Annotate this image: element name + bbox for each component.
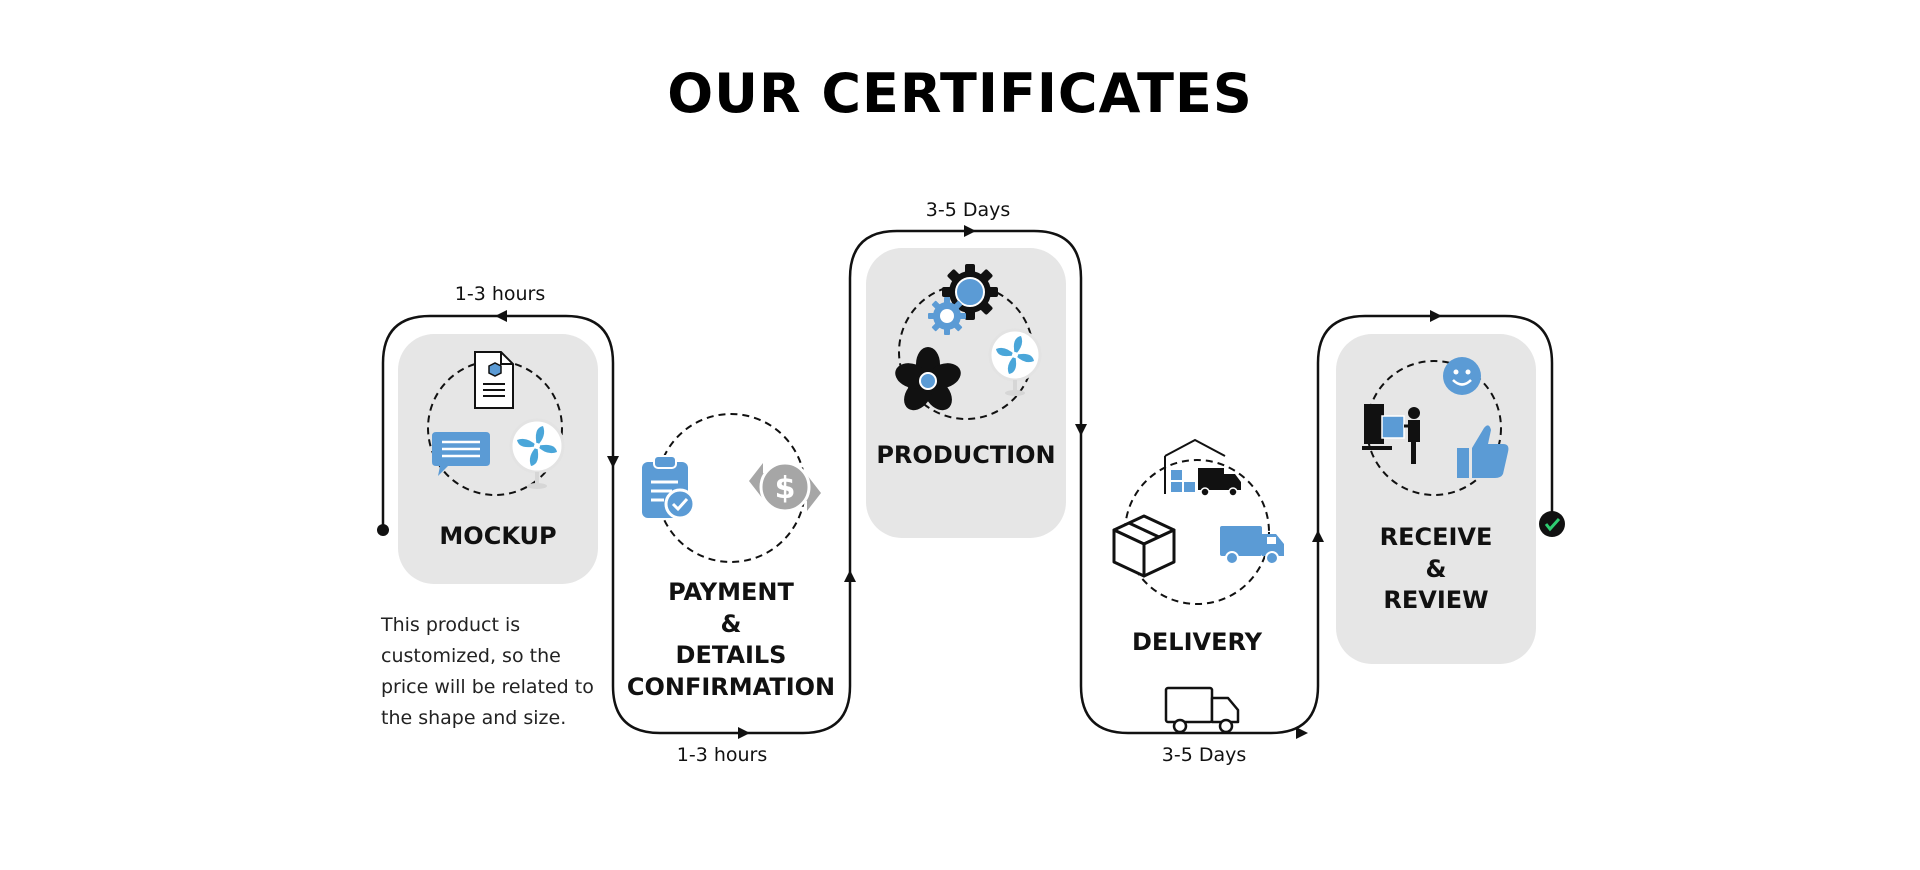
icon-ring-delivery (1124, 459, 1270, 605)
fan-blade-icon (895, 347, 961, 411)
arrow-up (1312, 530, 1324, 542)
step-label-receive-3: REVIEW (1383, 586, 1488, 614)
delivery-truck-icon (1164, 686, 1240, 734)
step-label-receive-1: RECEIVE (1380, 523, 1493, 551)
warehouse-icon (1164, 438, 1241, 497)
thumbs-up-icon (1457, 425, 1509, 478)
duration-mockup: 1-3 hours (455, 283, 546, 305)
duration-delivery: 3-5 Days (1162, 744, 1247, 766)
arrow-right (495, 310, 507, 322)
fan-icon (988, 328, 1042, 396)
step-label-payment-3: DETAILS (676, 641, 787, 669)
arrow-right (1430, 310, 1442, 322)
chat-icon (432, 432, 490, 476)
step-card-mockup (398, 334, 598, 584)
fan-icon (509, 418, 565, 489)
svg-text:$: $ (775, 471, 796, 506)
step-label-production: PRODUCTION (876, 441, 1055, 469)
document-icon (474, 351, 514, 409)
truck-icon (1220, 526, 1284, 565)
step-label-delivery: DELIVERY (1132, 628, 1263, 656)
smiley-icon (1443, 357, 1481, 395)
step-label-payment-2: & (721, 610, 742, 638)
duration-payment: 1-3 hours (677, 744, 768, 766)
arrow-right (738, 727, 750, 739)
step-card-receive (1336, 334, 1536, 664)
check-icon (1539, 511, 1565, 537)
arrow-right (964, 225, 976, 237)
arrow-down (607, 456, 619, 468)
courier-icon (1362, 404, 1420, 464)
flow-start-dot (377, 524, 389, 536)
arrow-down (1075, 424, 1087, 436)
step-label-payment-4: CONFIRMATION (627, 673, 835, 701)
clipboard-check-icon (642, 455, 696, 520)
step-label-mockup: MOCKUP (439, 522, 556, 550)
arrow-right (1296, 727, 1308, 739)
page-title: OUR CERTIFICATES (667, 62, 1253, 125)
dollar-exchange-icon: $ (749, 461, 821, 513)
arrow-up (844, 570, 856, 582)
step-card-production (866, 248, 1066, 538)
step-label-receive-2: & (1426, 555, 1447, 583)
step-label-payment-1: PAYMENT (668, 578, 794, 606)
box-icon (1112, 514, 1176, 578)
pricing-note: This product is customized, so the price… (381, 614, 594, 729)
small-gear-icon (928, 297, 966, 335)
duration-production: 3-5 Days (926, 199, 1011, 221)
